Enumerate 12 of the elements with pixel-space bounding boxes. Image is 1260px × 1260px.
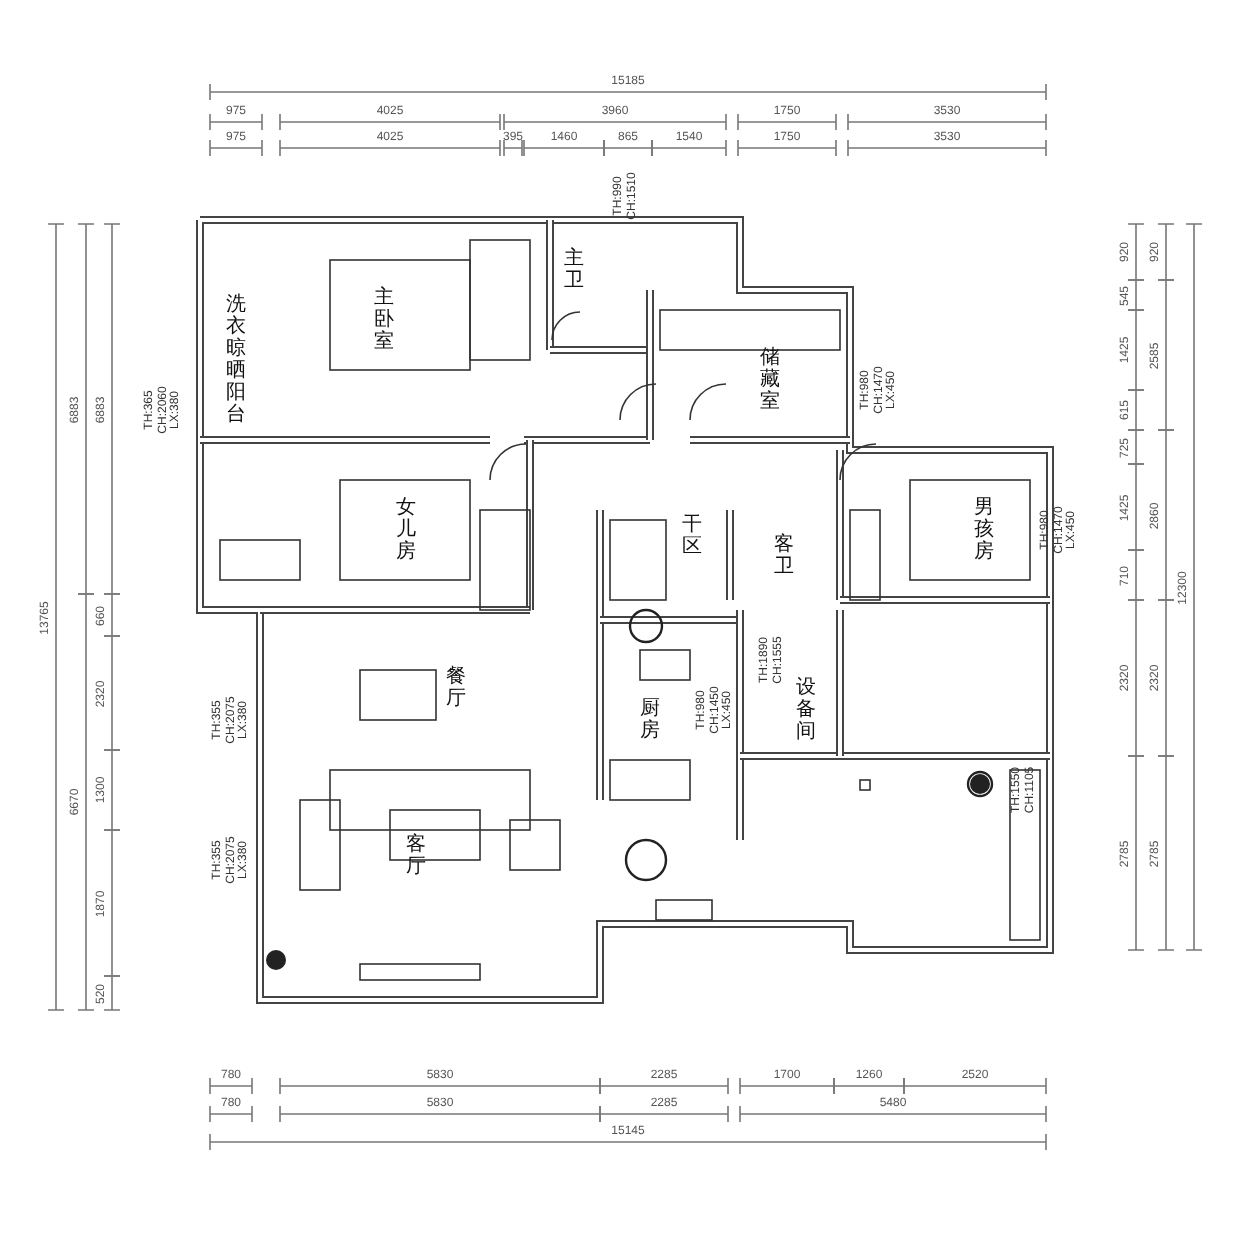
room-label: 主卫 bbox=[564, 248, 584, 292]
room-label: 干区 bbox=[682, 514, 702, 558]
room-label: 女儿房 bbox=[396, 497, 416, 563]
room-label: 客卫 bbox=[774, 534, 794, 578]
room-label: 洗衣晾晒阳台 bbox=[226, 294, 246, 426]
room-label: 厨房 bbox=[640, 698, 660, 742]
room-label: 客厅 bbox=[406, 834, 426, 878]
room-label: 设备间 bbox=[796, 677, 816, 743]
room-label: 餐厅 bbox=[446, 666, 466, 710]
room-label: 主卧室 bbox=[374, 287, 394, 353]
room-label: 男孩房 bbox=[974, 497, 994, 563]
room-label: 储藏室 bbox=[760, 347, 780, 413]
